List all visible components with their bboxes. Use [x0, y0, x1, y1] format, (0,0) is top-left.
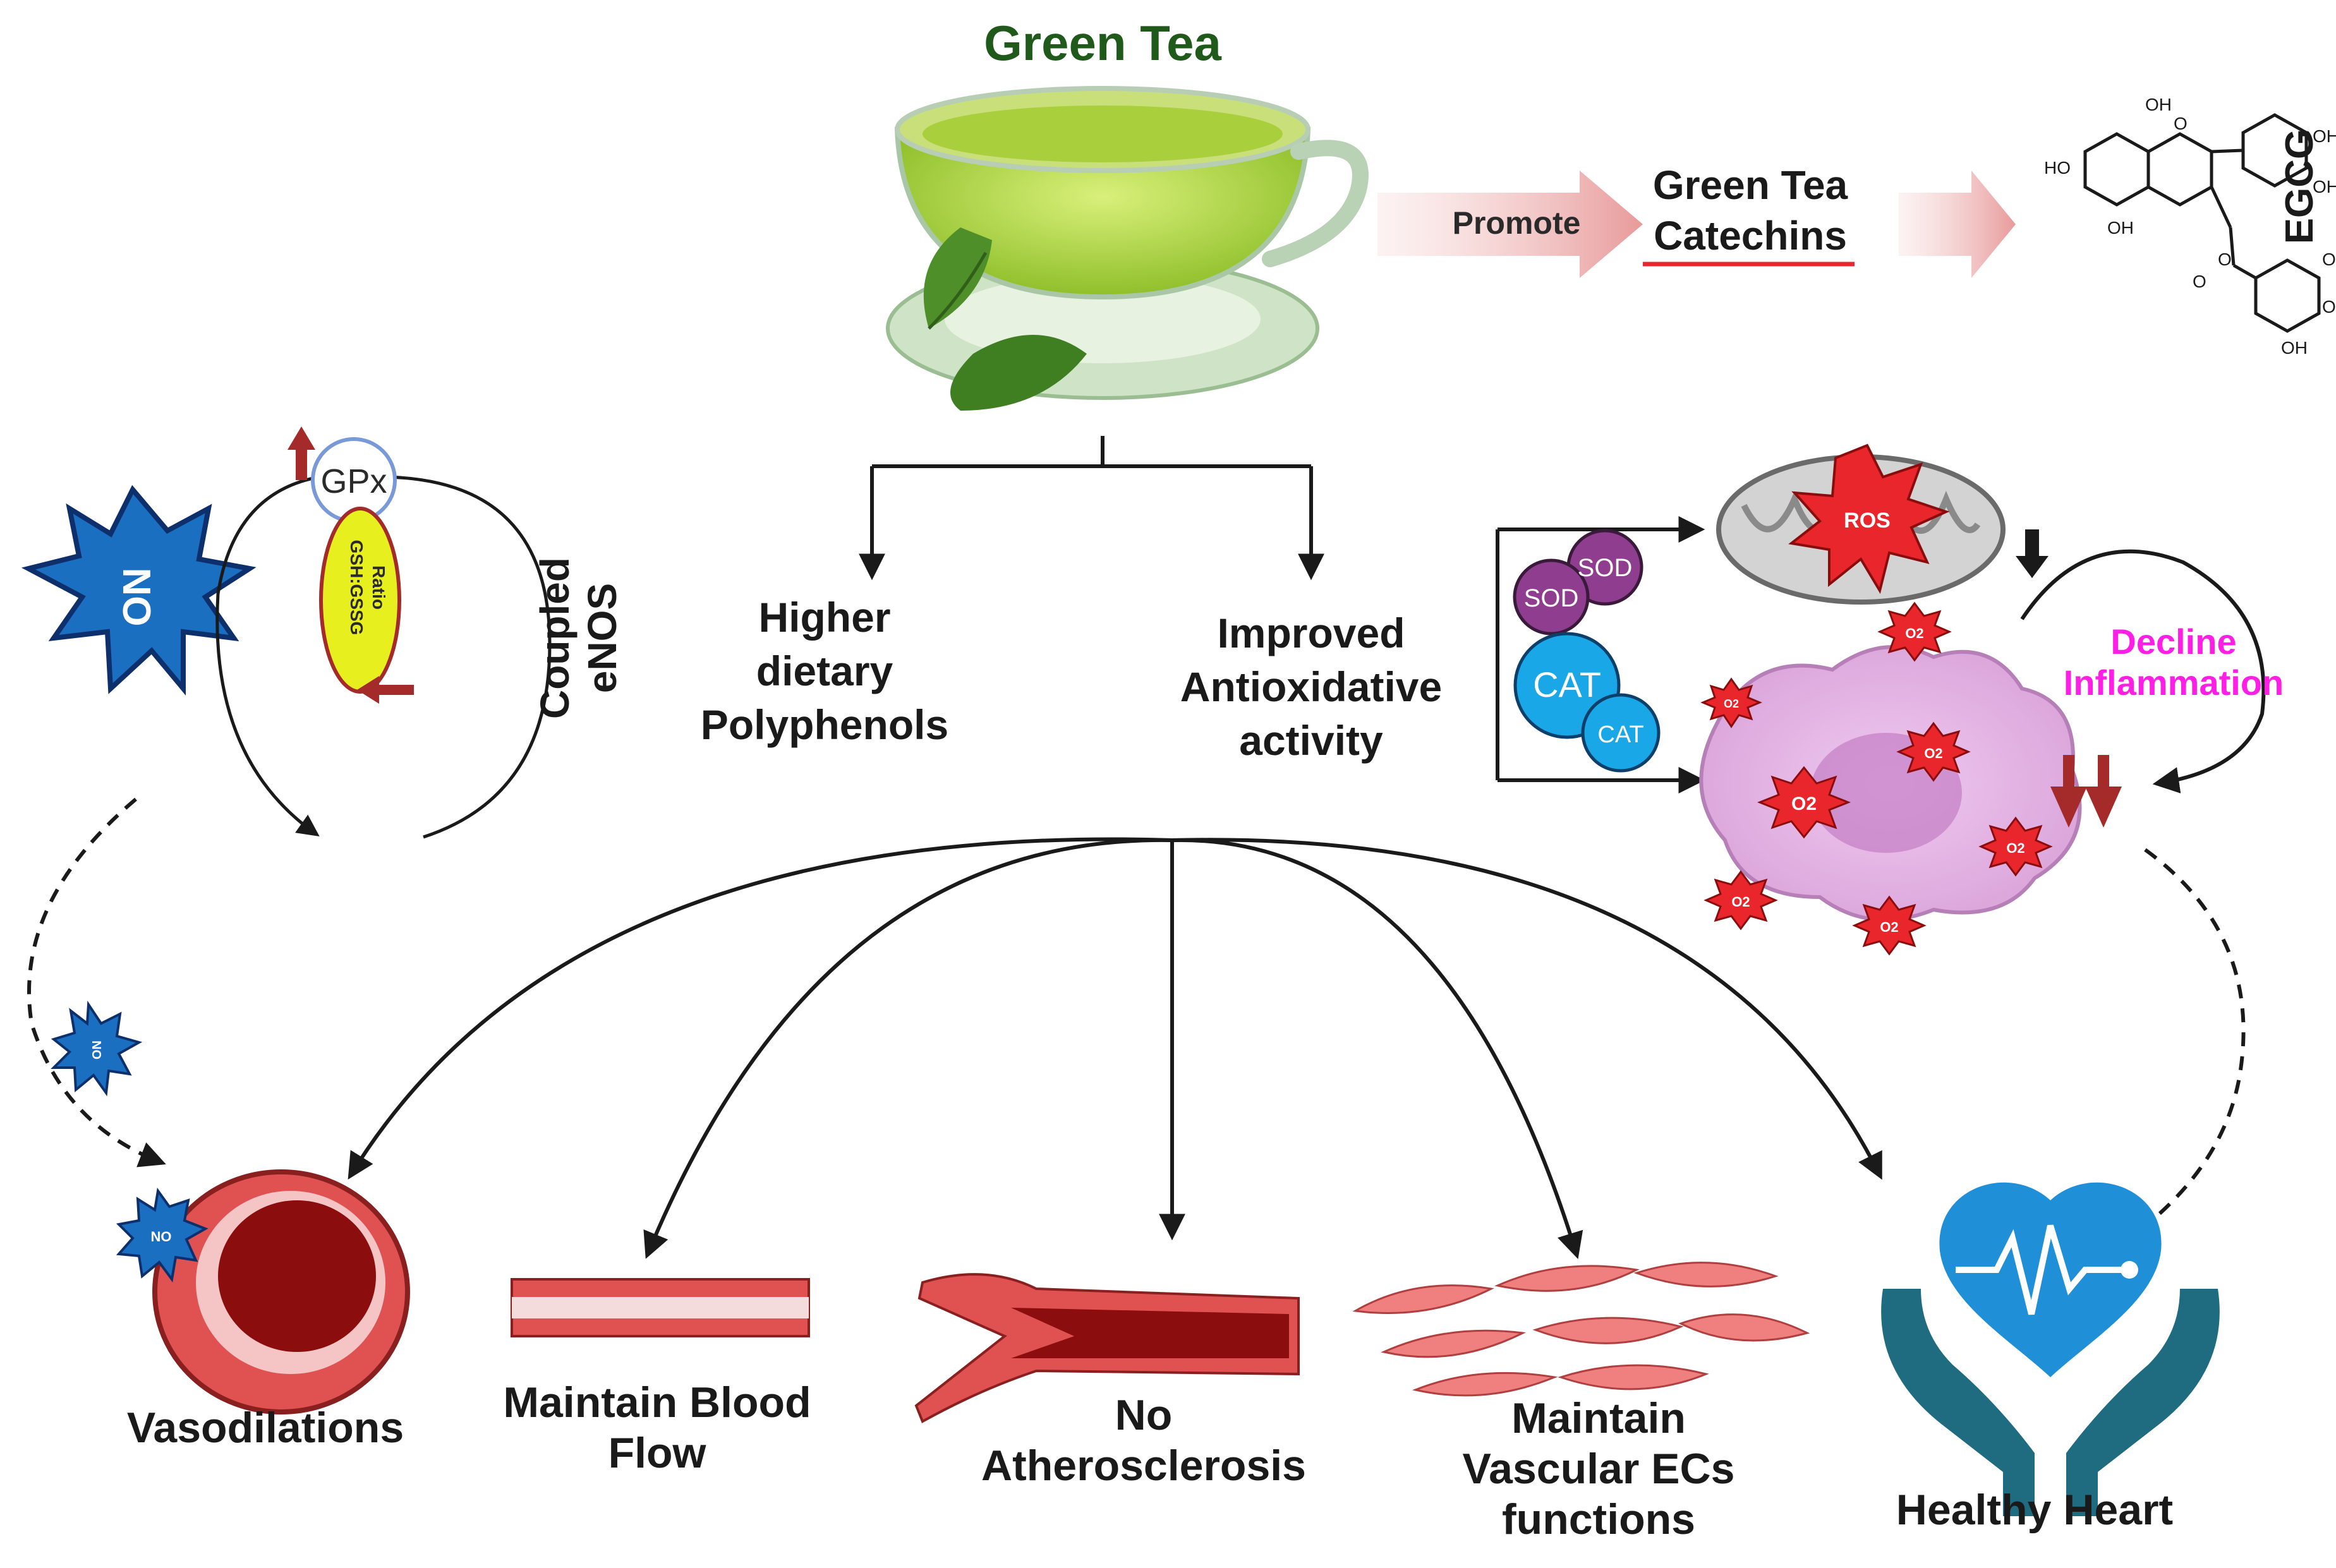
egcg-oh-7: OH	[2322, 297, 2336, 317]
ros-label: ROS	[1844, 509, 1891, 533]
cat-enzymes-icon	[1513, 632, 1661, 773]
egcg-oh-3: OH	[2313, 177, 2336, 196]
o2-label-4: O2	[1791, 793, 1817, 814]
gsh-ratio-line-1: GSH:GSSG	[347, 540, 366, 636]
egcg-oh-6: OH	[2322, 250, 2336, 269]
ros-burst-icon	[1788, 443, 1950, 594]
egcg-oh-2: OH	[2313, 126, 2336, 146]
double-down-arrow-icon	[2050, 755, 2122, 828]
healthy-heart-text: Healthy Heart	[1896, 1486, 2174, 1534]
bracket-connector	[1496, 516, 1705, 793]
egcg-oh-5: OH	[2107, 218, 2134, 238]
polyphenols-line-1: Higher	[758, 594, 890, 641]
down-arrow-black-icon	[2016, 529, 2049, 578]
sod-label-1: SOD	[1578, 554, 1633, 582]
o2-label-3: O2	[1924, 745, 1942, 761]
inflammation-curve-arrow	[2020, 549, 2266, 793]
ecs-line-1: Maintain	[1511, 1394, 1686, 1442]
healthy-heart-label: Healthy Heart	[1832, 1485, 2237, 1535]
healthy-heart-icon	[1939, 1182, 2162, 1377]
egcg-molecule-icon	[2083, 113, 2321, 333]
o2-labels: O2 O2 O2 O2 O2 O2 O2	[1724, 625, 2025, 935]
sod-label-2: SOD	[1524, 584, 1579, 612]
vessel-no-star-icon	[116, 1187, 209, 1282]
no-star-icon	[21, 485, 257, 696]
coupled-enos-line-2: eNOS	[579, 583, 625, 693]
o2-radicals-icons	[1700, 601, 2053, 956]
gsh-ratio-line-2: Ratio	[369, 565, 389, 610]
catechins-line-1: Green Tea	[1653, 162, 1848, 208]
inflamed-cell-icon	[1699, 645, 2082, 922]
vasodilations-text: Vasodilations	[126, 1404, 404, 1452]
egcg-label: EGCG	[2278, 129, 2321, 244]
enos-cycle-arc	[215, 475, 552, 839]
o2-label-2: O2	[1724, 697, 1739, 710]
o2-label-7: O2	[1880, 919, 1898, 935]
decline-line-1: Decline	[2110, 622, 2236, 661]
egcg-o-2: O	[2218, 250, 2232, 269]
promote-label: Promote	[1453, 205, 1581, 241]
egcg-oh-8: OH	[2281, 338, 2308, 358]
blood-flow-label: Maintain Blood Flow	[468, 1377, 847, 1478]
no-star-label: NO	[114, 568, 158, 627]
atherosclerosis-line-2: Atherosclerosis	[981, 1442, 1306, 1490]
coupled-enos-line-1: Coupled	[532, 557, 578, 719]
small-no-label: NO	[89, 1040, 103, 1059]
green-tea-title: Green Tea	[984, 15, 1221, 71]
cup-branch-connector	[859, 436, 1324, 581]
egcg-ho-4: HO	[2044, 158, 2071, 178]
atherosclerosis-line-1: No	[1115, 1391, 1173, 1439]
antioxidative-line-1: Improved	[1217, 610, 1405, 656]
ecs-label: Maintain Vascular ECs functions	[1396, 1393, 1801, 1545]
blood-flow-vessel-icon	[511, 1278, 810, 1337]
fan-arrows	[348, 837, 1882, 1260]
egcg-o-3: O	[2193, 272, 2206, 291]
egcg-o-1: O	[2174, 114, 2188, 133]
antioxidative-line-3: activity	[1239, 717, 1383, 764]
blood-flow-line-2: Flow	[608, 1429, 706, 1478]
second-pink-arrow-icon	[1899, 171, 2016, 278]
cat-label-1: CAT	[1533, 665, 1601, 704]
promote-arrow-icon	[1377, 171, 1643, 278]
o2-label-1: O2	[1905, 625, 1923, 641]
atherosclerosis-label: No Atherosclerosis	[923, 1390, 1365, 1491]
antioxidative-line-2: Antioxidative	[1180, 663, 1442, 710]
decline-line-2: Inflammation	[2064, 663, 2284, 703]
cat-label-2: CAT	[1597, 721, 1643, 748]
polyphenols-line-3: Polyphenols	[701, 701, 948, 748]
sod-enzymes-icon	[1513, 529, 1643, 636]
egcg-oh-1: OH	[2145, 95, 2172, 114]
caring-hands-icon	[1881, 1289, 2220, 1516]
catechins-line-2: Catechins	[1654, 213, 1847, 258]
gpx-label: GPx	[320, 462, 387, 500]
vasodilations-label: Vasodilations	[76, 1402, 455, 1453]
blood-flow-line-1: Maintain Blood	[503, 1378, 811, 1426]
ecs-line-3: functions	[1502, 1495, 1695, 1544]
vasodilation-vessel-icon	[152, 1169, 410, 1414]
small-no-star-icon	[51, 1000, 143, 1097]
o2-label-5: O2	[2006, 840, 2024, 856]
vessel-no-label: NO	[151, 1229, 172, 1245]
no-dashed-arrow	[27, 797, 166, 1167]
gpx-up-arrow-icon	[287, 426, 315, 480]
gsh-left-arrow-icon	[357, 676, 414, 704]
ecs-line-2: Vascular ECs	[1462, 1445, 1735, 1493]
green-tea-cup-icon	[886, 86, 1369, 411]
endothelial-cells-icon	[1352, 1262, 1810, 1397]
polyphenols-line-2: dietary	[756, 648, 893, 694]
egcg-atom-labels: OH OH OH HO OH OH OH OH OH O O O	[2044, 95, 2336, 358]
atherosclerosis-vessel-icon	[914, 1273, 1300, 1423]
o2-label-6: O2	[1731, 894, 1750, 910]
heart-dashed-arrow	[2125, 848, 2246, 1241]
